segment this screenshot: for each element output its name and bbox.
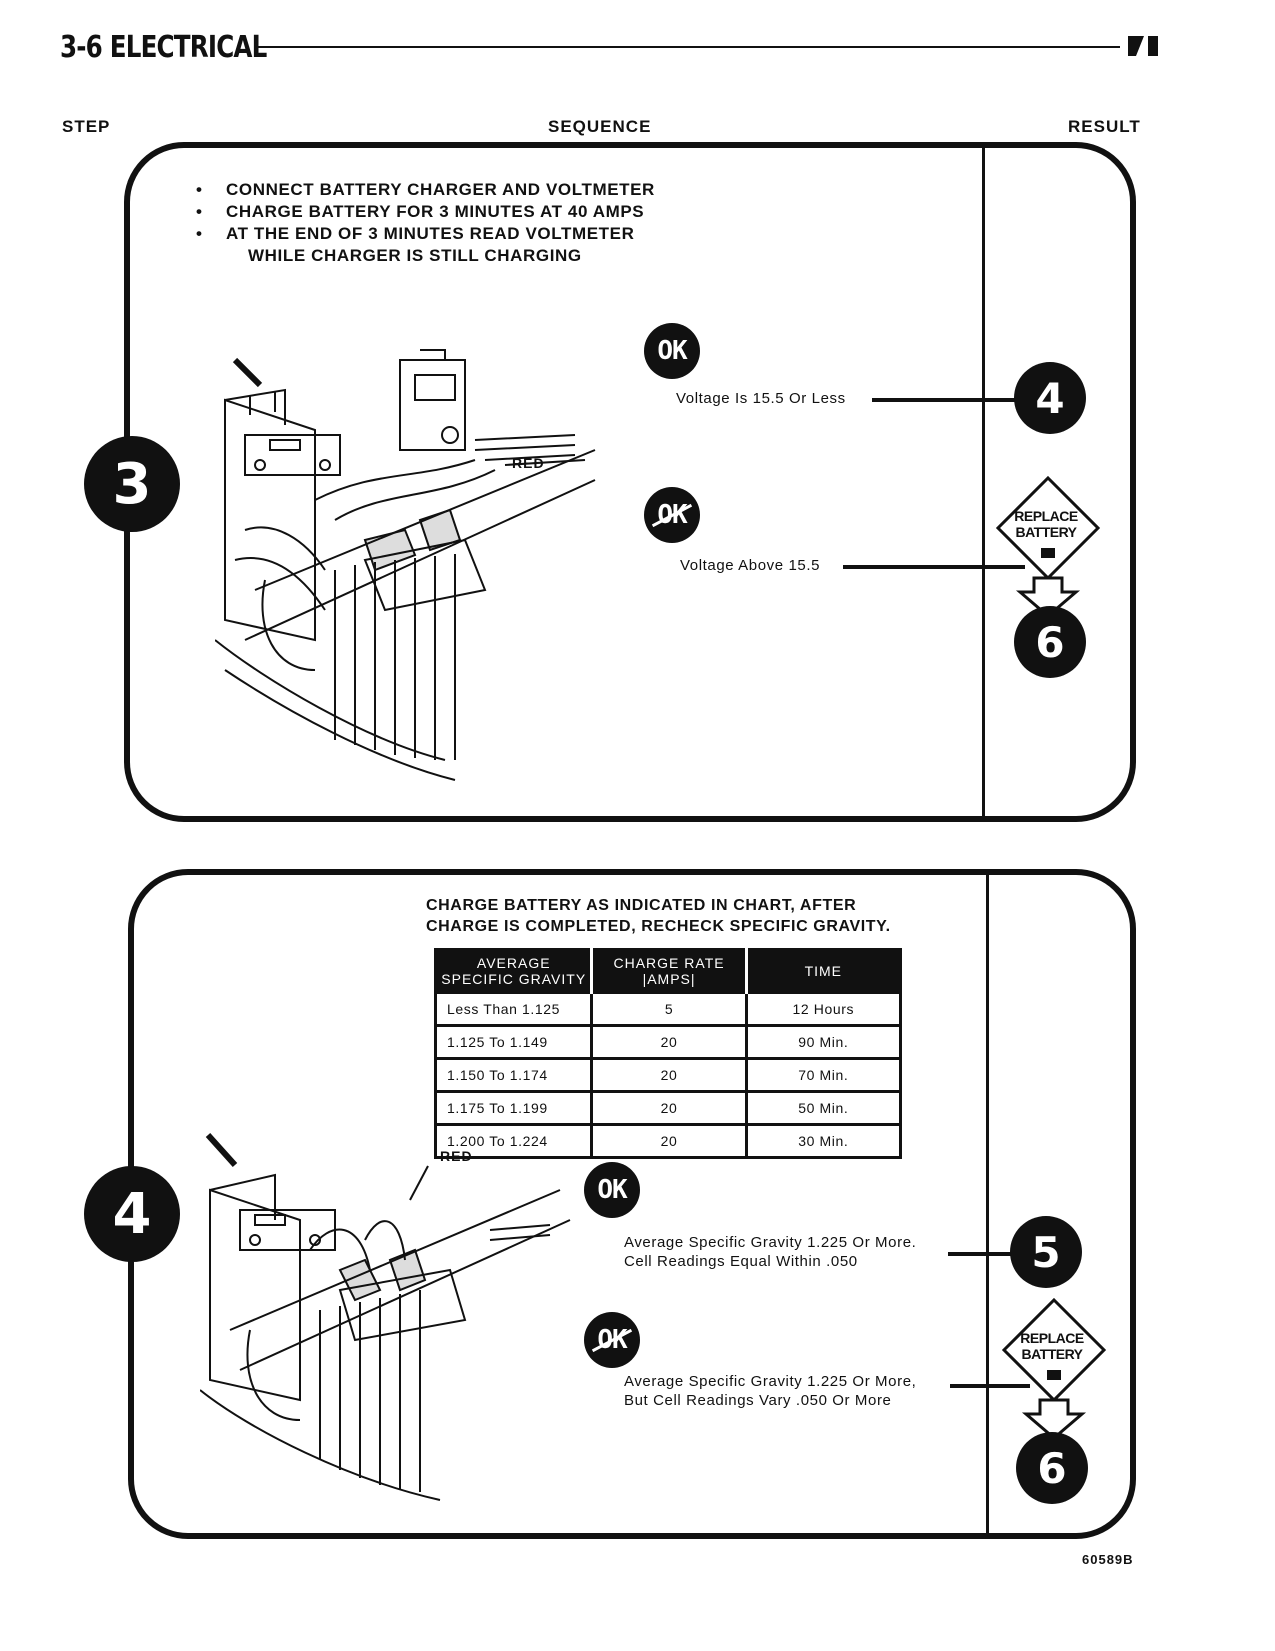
table-cell: 1.175 To 1.199 [433,1090,594,1126]
charger-voltmeter-illustration [215,349,596,781]
table-header-cell: TIME [746,949,901,993]
table-cell: Less Than 1.125 [433,991,594,1027]
table-cell: 90 Min. [744,1024,903,1060]
table-cell: 20 [590,1024,748,1060]
figure-number: 60589B [1082,1552,1134,1567]
result-divider [982,145,985,819]
result-step-badge: 6 [1014,606,1086,678]
header-rule [258,46,1120,48]
table-cell: 1.125 To 1.149 [433,1024,594,1060]
replace-battery-label: REPLACE BATTERY [1014,508,1078,540]
instruction-continuation: WHILE CHARGER IS STILL CHARGING [248,246,582,265]
table-cell: 50 Min. [744,1090,903,1126]
table-cell: 1.200 To 1.224 [433,1123,594,1159]
table-row: 1.200 To 1.224 20 30 Min. [433,1123,903,1159]
red-lead-label: RED [440,1148,473,1164]
replace-battery-sign: REPLACE BATTERY [1001,1297,1112,1440]
replace-battery-sign: REPLACE BATTERY [995,475,1106,618]
ok-badge: OK [644,323,700,379]
not-ok-result-line [843,565,1025,569]
not-ok-condition-text: Average Specific Gravity 1.225 Or More, … [624,1373,917,1409]
instruction-item: CONNECT BATTERY CHARGER AND VOLTMETER [196,179,655,201]
table-header-cell: CHARGE RATE |AMPS| [591,949,748,993]
table-cell: 30 Min. [744,1123,903,1159]
table-header-row: AVERAGE SPECIFIC GRAVITY CHARGE RATE |AM… [435,949,901,993]
result-step-badge: 5 [1010,1216,1082,1288]
result-step-badge: 6 [1016,1432,1088,1504]
ok-condition-text: Voltage Is 15.5 Or Less [676,390,846,407]
battery-charger-illustration [200,1132,571,1501]
table-cell: 12 Hours [744,991,903,1027]
ok-badge: OK [584,1162,640,1218]
replace-battery-icon [1001,1297,1107,1440]
not-ok-result-line [950,1384,1030,1388]
column-header-step: STEP [62,117,111,136]
table-cell: 5 [590,991,748,1027]
result-step-badge: 4 [1014,362,1086,434]
not-ok-condition-text: Voltage Above 15.5 [680,557,821,574]
instruction-item: AT THE END OF 3 MINUTES READ VOLTMETER [196,223,655,245]
not-ok-badge: OK [584,1312,640,1368]
chart-instruction: CHARGE BATTERY AS INDICATED IN CHART, AF… [426,897,891,935]
brand-logo-icon [1128,36,1158,56]
instruction-item: CHARGE BATTERY FOR 3 MINUTES AT 40 AMPS [196,201,655,223]
not-ok-badge: OK [644,487,700,543]
result-divider [986,872,989,1536]
table-row: 1.175 To 1.199 20 50 Min. [433,1090,903,1126]
ok-condition-text: Average Specific Gravity 1.225 Or More. … [624,1234,917,1270]
table-row: 1.150 To 1.174 20 70 Min. [433,1057,903,1093]
replace-battery-icon [995,475,1101,618]
section-title: 3-6 ELECTRICAL [60,30,267,65]
table-row: Less Than 1.125 5 12 Hours [433,991,903,1027]
step-3-instructions: CONNECT BATTERY CHARGER AND VOLTMETER CH… [196,179,655,267]
replace-battery-label: REPLACE BATTERY [1020,1330,1084,1362]
table-cell: 20 [590,1090,748,1126]
column-header-sequence: SEQUENCE [548,117,652,136]
table-cell: 1.150 To 1.174 [433,1057,594,1093]
table-row: 1.125 To 1.149 20 90 Min. [433,1024,903,1060]
ok-result-line [872,398,1020,402]
step-number-badge: 4 [84,1166,180,1262]
red-lead-label: RED [512,455,545,471]
column-header-result: RESULT [1068,117,1141,136]
ok-result-line [948,1252,1020,1256]
table-cell: 20 [590,1057,748,1093]
table-cell: 20 [590,1123,748,1159]
table-cell: 70 Min. [744,1057,903,1093]
table-header-cell: AVERAGE SPECIFIC GRAVITY [435,949,594,993]
charge-rate-table: AVERAGE SPECIFIC GRAVITY CHARGE RATE |AM… [433,948,903,1159]
step-number-badge: 3 [84,436,180,532]
